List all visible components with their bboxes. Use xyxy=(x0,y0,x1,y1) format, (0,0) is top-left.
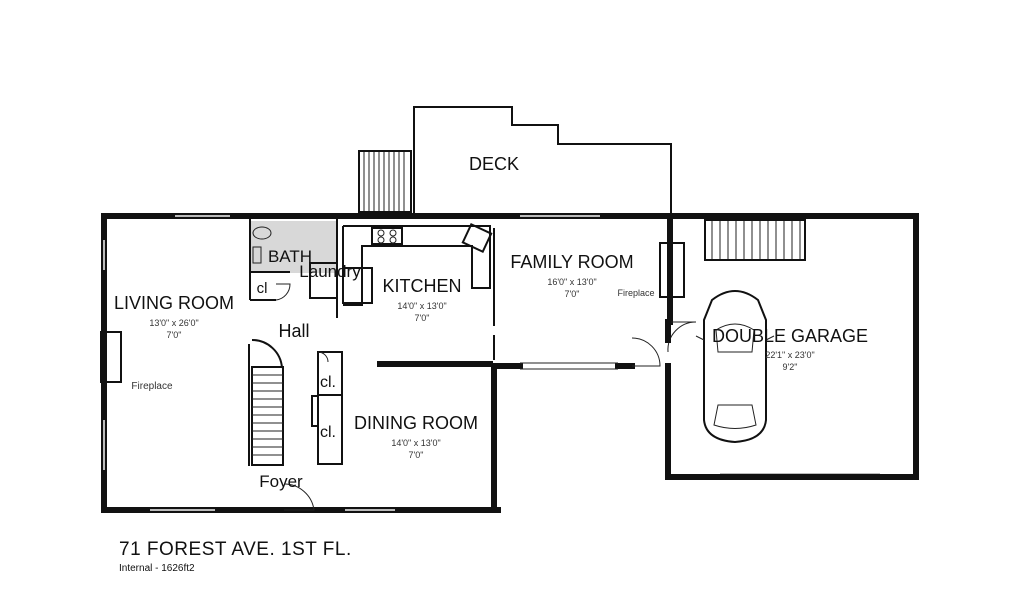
doors xyxy=(275,283,697,511)
interior-stairs xyxy=(251,338,284,466)
double-garage-label: DOUBLE GARAGE xyxy=(712,326,868,346)
plan-subtitle: Internal - 1626ft2 xyxy=(119,563,195,574)
closet-label-hall-1: cl. xyxy=(320,374,336,391)
living-room-label: LIVING ROOM xyxy=(114,293,234,313)
dining-room-height: 7'0" xyxy=(409,450,424,460)
plan-title: 71 FOREST AVE. 1ST FL. xyxy=(119,539,352,560)
deck-stairs xyxy=(358,150,412,213)
hall-label: Hall xyxy=(278,321,309,341)
interior-walls xyxy=(248,218,495,466)
living-fireplace-label: Fireplace xyxy=(131,381,173,392)
closet-label-hall-2: cl. xyxy=(320,424,336,441)
closet-label-bath: cl xyxy=(257,280,268,297)
living-fireplace xyxy=(100,331,122,383)
kitchen-fixtures xyxy=(371,222,493,254)
family-fireplace-label: Fireplace xyxy=(617,288,654,298)
bath-fixtures xyxy=(252,226,272,264)
family-room-dims: 16'0" x 13'0" xyxy=(547,277,596,287)
family-fireplace xyxy=(659,242,685,298)
double-garage-height: 9'2" xyxy=(783,362,798,372)
family-room-label: FAMILY ROOM xyxy=(510,252,633,272)
living-room-height: 7'0" xyxy=(167,330,182,340)
deck xyxy=(358,106,672,214)
dining-room-label: DINING ROOM xyxy=(354,413,478,433)
living-room-dims: 13'0" x 26'0" xyxy=(149,318,198,328)
kitchen-height: 7'0" xyxy=(415,313,430,323)
laundry-label: Laundry xyxy=(299,262,361,281)
dining-room-dims: 14'0" x 13'0" xyxy=(391,438,440,448)
foyer-label: Foyer xyxy=(259,472,303,491)
car-icon xyxy=(695,290,775,444)
bath-label: BATH xyxy=(268,247,312,266)
family-room-height: 7'0" xyxy=(565,289,580,299)
garage xyxy=(665,213,919,480)
double-garage-dims: 22'1" x 23'0" xyxy=(765,350,814,360)
kitchen-label: KITCHEN xyxy=(382,276,461,296)
deck-label: DECK xyxy=(469,154,519,174)
kitchen-dims: 14'0" x 13'0" xyxy=(397,301,446,311)
bath-floor xyxy=(251,221,337,273)
garage-stairs xyxy=(704,219,806,261)
